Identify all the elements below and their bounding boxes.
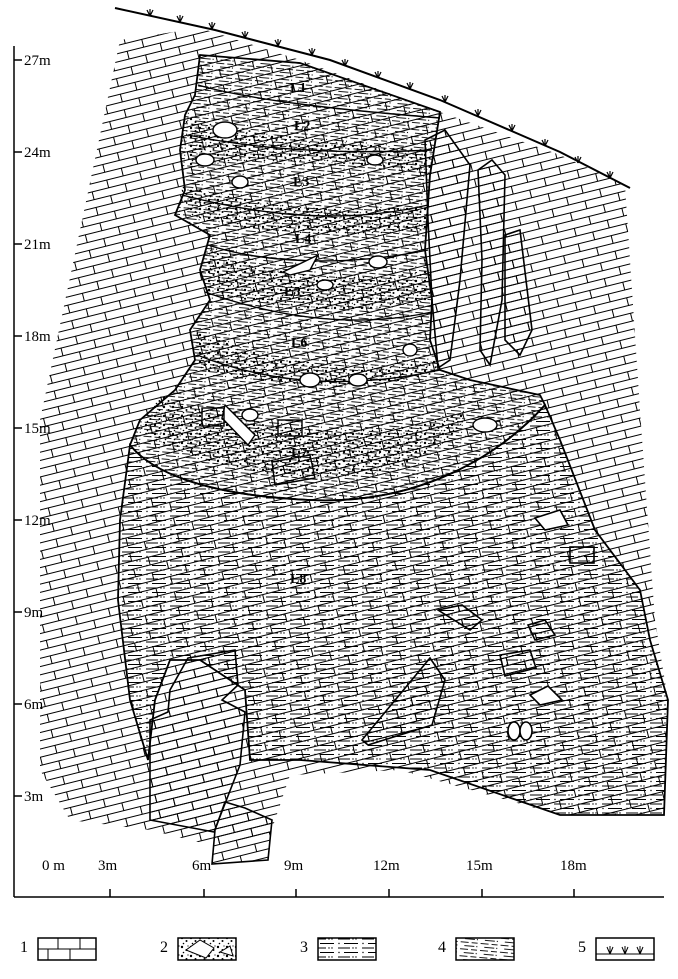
clast	[317, 280, 333, 290]
y-tick-label: 9m	[24, 605, 44, 621]
clast	[367, 155, 383, 165]
legend-number: 3	[300, 939, 308, 956]
layer-label-l2: L2	[294, 119, 310, 134]
block	[520, 722, 532, 740]
layer-label-l1: L1	[290, 81, 306, 96]
clast	[300, 373, 320, 387]
y-tick-label: 15m	[24, 421, 51, 437]
legend-number: 5	[578, 939, 586, 956]
legend-swatch-silt	[318, 938, 376, 960]
clast	[196, 154, 214, 166]
legend-item-gravel: 2	[160, 938, 236, 960]
legend-item-limestone: 1	[20, 938, 96, 960]
x-axis-ticks	[110, 889, 574, 897]
y-tick-label: 12m	[24, 513, 51, 529]
y-axis-ticks	[14, 60, 22, 796]
x-tick-label: 3m	[98, 858, 118, 874]
legend-item-silt: 3	[300, 938, 376, 960]
y-tick-label: 3m	[24, 789, 44, 805]
clast	[403, 344, 417, 356]
y-tick-label: 21m	[24, 237, 51, 253]
y-tick-label: 27m	[24, 53, 51, 69]
x-tick-label: 15m	[466, 858, 493, 874]
x-tick-label: 9m	[284, 858, 304, 874]
y-tick-label: 24m	[24, 145, 51, 161]
layer-label-l3: L3	[293, 175, 309, 190]
legend-number: 1	[20, 939, 28, 956]
block	[508, 722, 520, 740]
legend: 1 2 3 4 5	[20, 938, 654, 960]
x-axis: 0 m 3m 6m 9m 12m 15m 18m	[14, 858, 664, 897]
legend-item-fine-silt: 4	[438, 938, 514, 960]
clast	[369, 256, 387, 268]
y-tick-label: 18m	[24, 329, 51, 345]
legend-swatch-fine-silt	[456, 938, 514, 960]
legend-item-soil-surface: 5	[578, 938, 654, 960]
layer-label-l6: L6	[291, 336, 307, 351]
layer-label-l4: L4	[295, 232, 311, 247]
x-tick-label: 6m	[192, 858, 212, 874]
layer-label-l7: L7	[291, 446, 307, 461]
layer-label-l8: L8	[290, 572, 306, 587]
x-tick-label: 0 m	[42, 858, 65, 874]
clast	[232, 176, 248, 188]
layer-label-l5: L5	[284, 285, 300, 300]
legend-number: 4	[438, 939, 446, 956]
clast-block	[278, 420, 302, 436]
clast	[473, 418, 497, 432]
clast-block	[202, 408, 224, 426]
x-tick-label: 18m	[560, 858, 587, 874]
clast	[349, 374, 367, 386]
x-tick-label: 12m	[373, 858, 400, 874]
clast	[242, 409, 258, 421]
legend-number: 2	[160, 939, 168, 956]
block	[570, 547, 594, 563]
y-tick-label: 6m	[24, 697, 44, 713]
clast	[213, 122, 237, 138]
